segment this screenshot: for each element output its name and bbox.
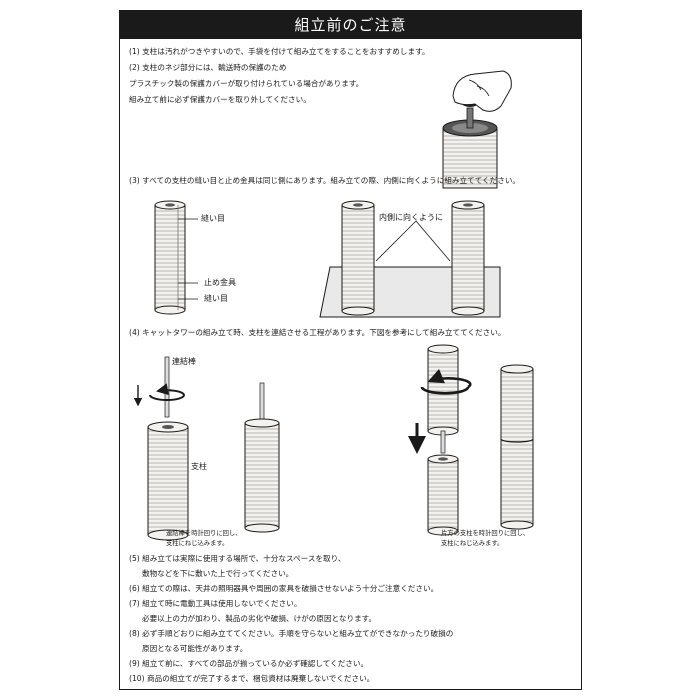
- caption-right-2: 支柱にねじ込みます。: [441, 540, 504, 547]
- note-10: (10) 商品の組立てが完了するまで、梱包資材は廃棄しないでください。: [129, 674, 375, 683]
- rod-insertion-diagram: [133, 356, 189, 541]
- note-7-line-2: 必要以上の力が加わり、製品の劣化や破損、けがの原因となります。: [142, 614, 377, 623]
- label-seam-2: 縫い目: [204, 294, 228, 303]
- post-connection-diagram: [408, 344, 472, 536]
- note-6: (6) 組立ての際は、天井の照明器具や周囲の家具を破損させないよう十分ご注意くだ…: [129, 584, 439, 593]
- note-8-line-1: (8) 必ず手順どおりに組み立ててください。手順を守らないと組み立てができなかっ…: [129, 629, 454, 638]
- label-fastener: 止め金具: [204, 278, 236, 287]
- note-5-line-1: (5) 組み立ては実際に使用する場所で、十分なスペースを取り、: [129, 554, 346, 563]
- note-1: (1) 支柱は汚れがつきやすいので、手袋を付けて組み立てをすることをおすすめしま…: [129, 47, 430, 56]
- note-9: (9) 組立て前に、すべての部品が揃っているか必ず確認してください。: [129, 659, 369, 668]
- caption-right-1: 片方の支柱を時計回りに回し、: [441, 530, 530, 537]
- label-rod: 連結棒: [172, 357, 196, 366]
- note-5-line-2: 敷物などを下に敷いた上で行ってください。: [142, 569, 294, 578]
- joined-post-diagram: [500, 364, 534, 530]
- posts-inward-diagram: [319, 200, 501, 318]
- label-post: 支柱: [191, 462, 207, 471]
- post-with-rod-diagram: [244, 382, 280, 533]
- page-title: 組立前のご注意: [120, 11, 581, 39]
- notice-sheet: 組立前のご注意 (1) 支柱は汚れがつきやすいので、手袋を付けて組み立てをするこ…: [119, 10, 582, 690]
- note-2-line-2: プラスチック製の保護カバーが取り付けられている場合があります。: [129, 79, 364, 88]
- post-seam-diagram: [154, 200, 198, 315]
- hand-removing-cap-icon: [442, 70, 512, 189]
- label-inward: 内側に向くように: [379, 213, 443, 222]
- caption-left-1: 連結棒を時計回りに回し、: [166, 530, 242, 537]
- note-2-line-1: (2) 支柱のネジ部分には、輸送時の保護のため: [129, 63, 287, 72]
- note-8-line-2: 原因となる可能性があります。: [142, 644, 248, 653]
- caption-left-2: 支柱にねじ込みます。: [166, 540, 229, 547]
- note-3: (3) すべての支柱の縫い目と止め金具は同じ側にあります。組み立ての際、内側に向…: [129, 176, 521, 185]
- note-2-line-3: 組み立て前に必ず保護カバーを取り外してください。: [129, 95, 311, 104]
- note-4: (4) キャットタワーの組み立て時、支柱を連結させる工程があります。下図を参考に…: [129, 328, 506, 337]
- note-7-line-1: (7) 組立て時に電動工具は使用しないでください。: [129, 599, 302, 608]
- label-seam: 縫い目: [201, 214, 225, 223]
